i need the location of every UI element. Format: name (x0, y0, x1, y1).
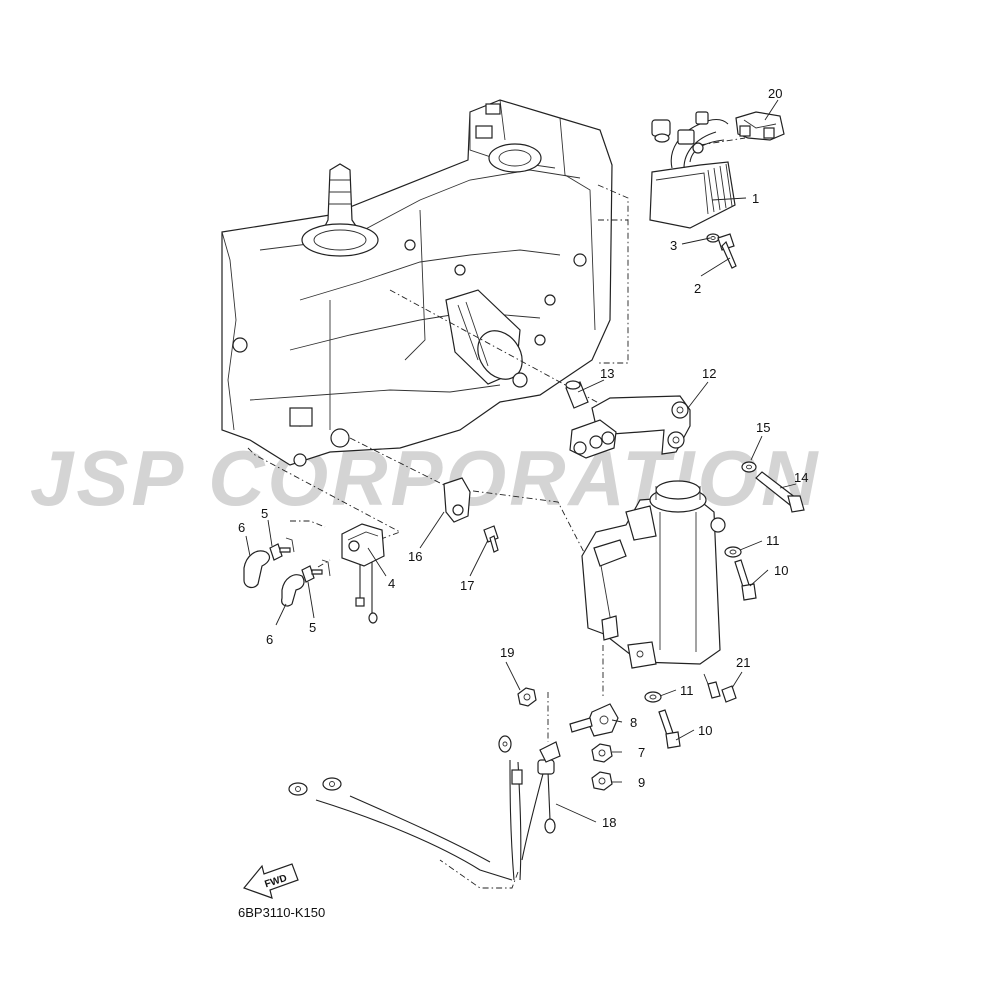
part-7-nut (591, 743, 613, 763)
callout-2: 2 (694, 281, 701, 296)
callout-11-upper: 11 (766, 533, 780, 548)
part-4-relay (341, 523, 385, 624)
part-14-bolt (755, 471, 805, 513)
callout-9: 9 (638, 775, 645, 790)
callout-4: 4 (388, 576, 395, 591)
callout-6-lower: 6 (266, 632, 273, 647)
callout-10-upper: 10 (774, 563, 788, 578)
fwd-arrow-icon: FWD (242, 863, 299, 899)
callout-17: 17 (460, 578, 474, 593)
diagram-code: 6BP3110-K150 (238, 905, 325, 920)
part-16-bracket (443, 477, 471, 523)
part-6-cap-lower (281, 574, 305, 607)
part-12-relay-bracket (569, 395, 691, 459)
part-20-clamp (735, 111, 785, 141)
part-1-rectifier (649, 111, 736, 229)
callout-13: 13 (600, 366, 614, 381)
part-3-washer (706, 233, 720, 243)
part-5-screw-upper (269, 543, 291, 561)
callout-1: 1 (752, 191, 759, 206)
engine-block (221, 99, 613, 467)
callout-14: 14 (794, 470, 808, 485)
callout-19: 19 (500, 645, 514, 660)
part-8-terminal (569, 703, 619, 737)
callout-8: 8 (630, 715, 637, 730)
callout-6-upper: 6 (238, 520, 245, 535)
callout-20: 20 (768, 86, 782, 101)
callout-5-lower: 5 (309, 620, 316, 635)
part-15-washer (741, 461, 757, 473)
callout-5-upper: 5 (261, 506, 268, 521)
callout-18: 18 (602, 815, 616, 830)
part-5-screw-lower (301, 565, 323, 583)
part-17-bolt (483, 525, 499, 553)
callout-15: 15 (756, 420, 770, 435)
callout-3: 3 (670, 238, 677, 253)
starter-motor (581, 480, 726, 669)
callout-11-lower: 11 (680, 683, 694, 698)
callout-7: 7 (638, 745, 645, 760)
part-18-wire-harness (288, 735, 561, 881)
part-13-collar (565, 380, 589, 409)
part-2-bolt (717, 233, 737, 269)
part-11-washer-upper (724, 546, 742, 558)
part-9-nut (591, 771, 613, 791)
callout-21: 21 (736, 655, 750, 670)
part-6-cap-upper (243, 550, 271, 589)
callout-10-lower: 10 (698, 723, 712, 738)
part-11-washer-lower (644, 691, 662, 703)
part-10-bolt-lower (658, 709, 681, 749)
part-21-bolt (703, 673, 737, 703)
callout-16: 16 (408, 549, 422, 564)
part-10-bolt-upper (734, 559, 757, 601)
callout-12: 12 (702, 366, 716, 381)
part-19-nut (517, 687, 537, 707)
